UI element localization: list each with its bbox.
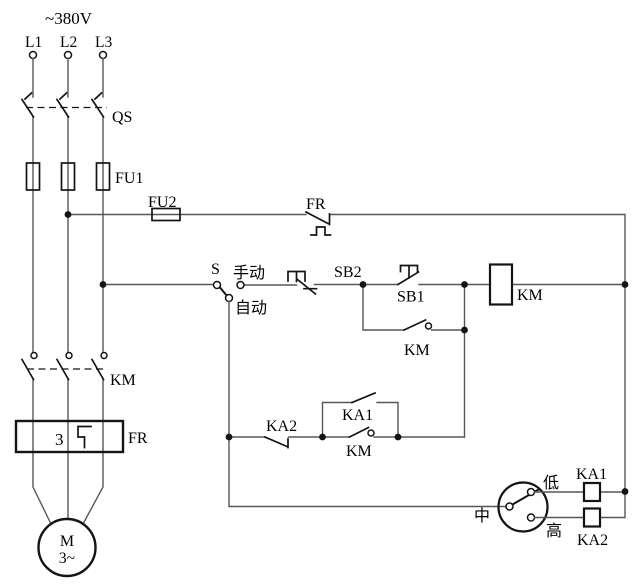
fu2-label: FU2	[148, 194, 176, 211]
motor: M 3~	[37, 517, 97, 578]
mode-selector-switch: S 手动 自动	[211, 261, 267, 317]
fr-nc-contact: FR	[304, 196, 332, 236]
motor-type-label: 3~	[59, 550, 75, 567]
power-line-wires	[32, 57, 104, 525]
selector-common-terminal-icon	[212, 280, 222, 290]
level-middle-label: 中	[474, 507, 490, 525]
phase-l1-label: L1	[25, 34, 42, 51]
km-seal-label: KM	[404, 342, 430, 359]
fu1-label: FU1	[115, 170, 143, 187]
level-high-terminal-icon	[526, 513, 536, 522]
terminal-l2-icon	[63, 50, 73, 60]
selector-label: S	[211, 261, 220, 278]
water-level-switch: 中 低 高	[474, 474, 562, 540]
km-coil-label: KM	[517, 287, 543, 304]
contact-tip-icon	[30, 351, 38, 360]
ka2-coil-label: KA2	[577, 532, 608, 549]
selector-manual-terminal-icon	[236, 280, 245, 290]
qs-disconnect-switch: QS	[20, 91, 132, 126]
km-no-contact: KM	[346, 426, 375, 460]
terminal-l1-icon	[28, 50, 38, 60]
fu1-main-fuses: FU1	[25, 162, 143, 191]
sb2-stop-button: SB2	[287, 264, 362, 296]
ka1-no-contact: KA1	[342, 391, 377, 424]
fr-poles-label: 3	[55, 430, 64, 449]
manual-row-wires	[102, 283, 626, 286]
level-low-terminal-icon	[526, 487, 536, 497]
auto-branch-wires	[228, 300, 506, 508]
terminal-l3-icon	[98, 50, 108, 60]
level-high-label: 高	[546, 522, 562, 540]
level-common-terminal-icon	[505, 502, 514, 511]
phase-l3-label: L3	[95, 34, 112, 51]
fu2-control-fuse: FU2	[148, 194, 181, 222]
fr-contact-label: FR	[306, 196, 326, 213]
sb1-start-button: SB1	[396, 264, 425, 306]
km-coil: KM	[488, 263, 543, 306]
fr-element-label: FR	[128, 430, 148, 447]
ka1-coil-label: KA1	[576, 466, 607, 483]
contact-tip-icon	[367, 429, 375, 437]
ka1-contact-label: KA1	[342, 407, 373, 424]
km-seal-in-contact: KM	[362, 283, 466, 438]
km-main-contacts: KM	[20, 351, 136, 389]
phase-l2-label: L2	[60, 34, 77, 51]
km-auto-contact-label: KM	[346, 443, 372, 460]
contact-tip-icon	[424, 322, 433, 330]
qs-label: QS	[112, 109, 132, 126]
ka2-coil: KA2	[577, 507, 608, 549]
supply-voltage-label: ~380V	[45, 9, 93, 28]
fr-overload-element: 3 FR	[14, 419, 148, 454]
ka2-contact-label: KA2	[266, 418, 297, 435]
contact-tip-icon	[65, 351, 73, 360]
relay-coil-wires	[533, 491, 626, 519]
ka2-nc-contact: KA2	[263, 418, 297, 449]
motor-symbol-label: M	[60, 533, 74, 550]
sb1-label: SB1	[397, 289, 425, 306]
junction-dots	[64, 211, 629, 495]
control-top-rail	[67, 213, 626, 519]
contact-tip-icon	[100, 351, 108, 360]
sb2-label: SB2	[334, 264, 362, 281]
ka1-coil: KA1	[576, 466, 607, 503]
selector-auto-label: 自动	[235, 299, 267, 317]
km-main-label: KM	[110, 372, 136, 389]
level-low-label: 低	[543, 474, 559, 492]
heater-element-icon	[77, 425, 92, 449]
selector-manual-label: 手动	[233, 264, 265, 282]
